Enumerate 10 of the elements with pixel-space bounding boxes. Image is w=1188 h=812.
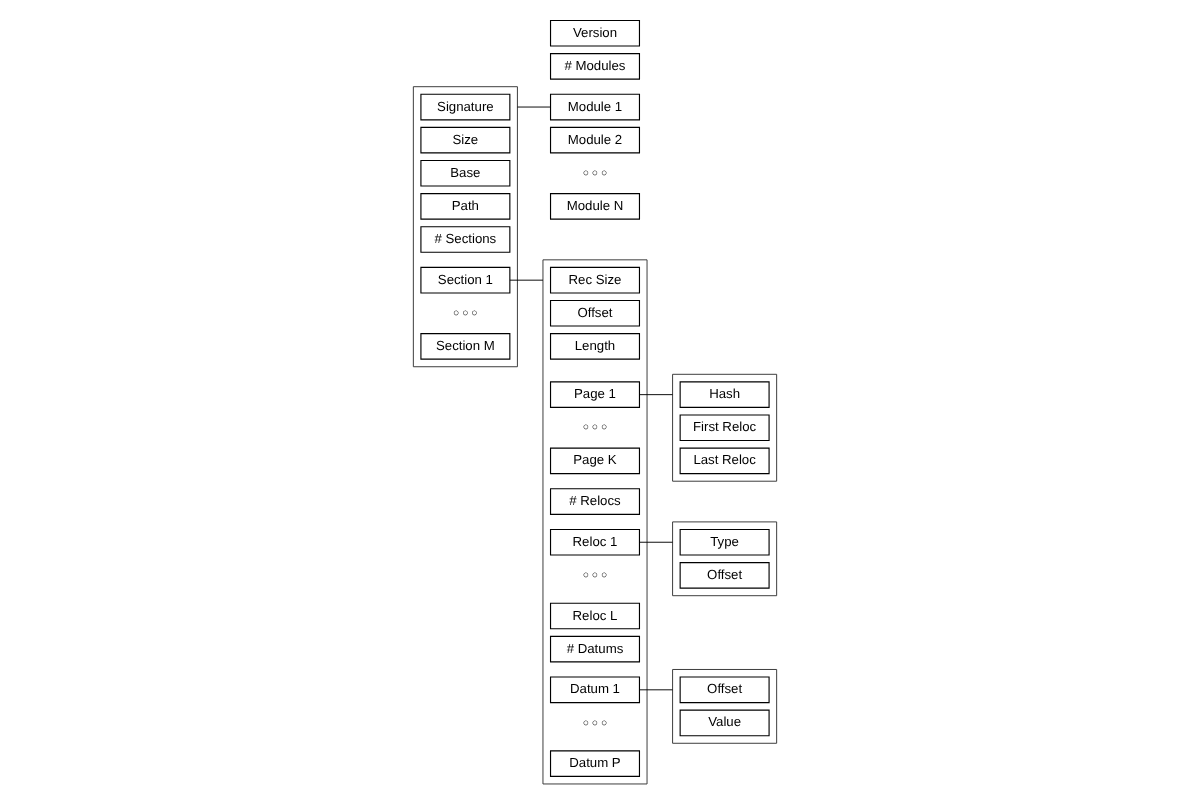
connector bbox=[638, 541, 673, 543]
connector bbox=[638, 689, 673, 691]
cluster bbox=[671, 669, 777, 744]
connector bbox=[638, 394, 673, 396]
connector bbox=[515, 106, 550, 108]
cluster bbox=[671, 521, 777, 597]
cluster bbox=[411, 86, 517, 368]
cluster bbox=[541, 259, 647, 785]
connector bbox=[508, 279, 543, 281]
cluster bbox=[671, 373, 777, 482]
